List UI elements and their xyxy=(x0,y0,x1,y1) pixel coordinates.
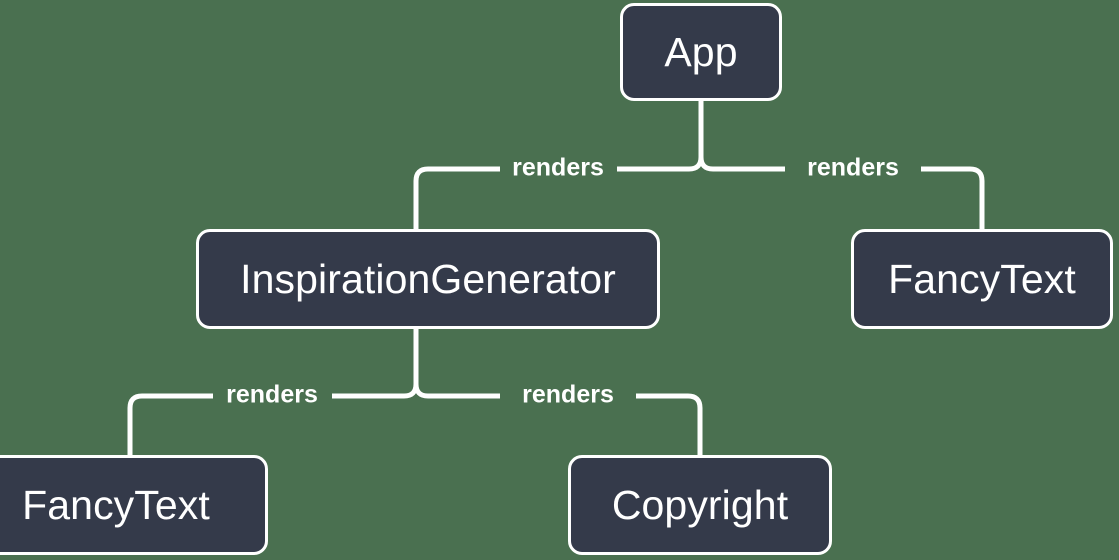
connector-inspiration-stem xyxy=(413,329,429,399)
edge-label-inspiration-copyright: renders xyxy=(522,380,614,409)
node-fancytext-right-label: FancyText xyxy=(888,255,1076,302)
node-app-label: App xyxy=(664,28,738,75)
connector-app-to-fancytext-right-2 xyxy=(921,166,985,229)
node-fancytext-bottom-left-label: FancyText xyxy=(22,481,210,528)
connector-inspiration-stem-left xyxy=(403,383,419,399)
node-inspiration-generator-label: InspirationGenerator xyxy=(240,255,616,302)
node-inspiration-generator[interactable]: InspirationGenerator xyxy=(196,229,660,329)
node-fancytext-bottom-left[interactable]: FancyText xyxy=(0,455,268,555)
connector-inspiration-to-copyright-2 xyxy=(636,393,703,455)
connector-app-to-inspiration-2 xyxy=(413,166,500,229)
edge-label-app-fancytext: renders xyxy=(807,153,899,182)
connector-app-stem-left xyxy=(688,156,704,172)
node-app[interactable]: App xyxy=(620,3,782,101)
edge-label-inspiration-fancytext: renders xyxy=(226,380,318,409)
connector-inspiration-to-fancytext-2 xyxy=(127,393,213,455)
node-fancytext-right[interactable]: FancyText xyxy=(851,229,1113,329)
edge-label-app-inspiration: renders xyxy=(512,153,604,182)
node-copyright-label: Copyright xyxy=(611,481,789,528)
connector-app-stem xyxy=(698,101,714,172)
node-copyright[interactable]: Copyright xyxy=(568,455,832,555)
